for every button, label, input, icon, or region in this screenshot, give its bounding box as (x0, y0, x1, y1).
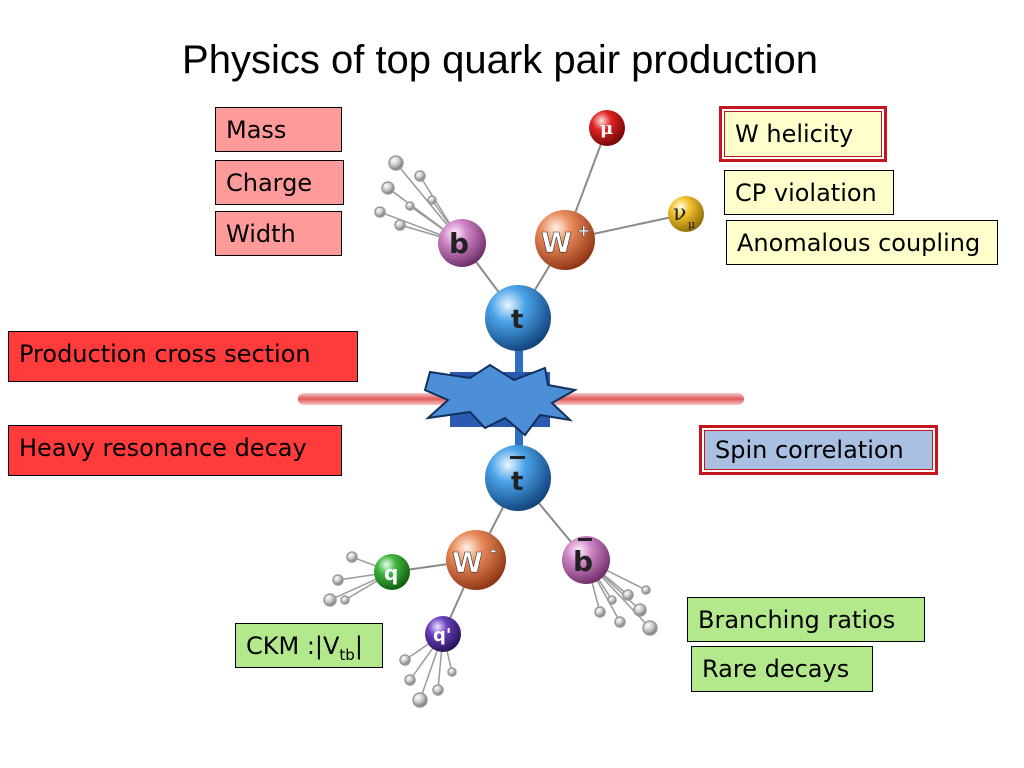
ckm-prefix: CKM :|V (246, 632, 340, 660)
production-cross-section-box: Production cross section (8, 331, 358, 382)
rare-decays-box: Rare decays (691, 646, 873, 692)
cp-violation-box: CP violation (724, 170, 894, 215)
anomalous-coupling-box: Anomalous coupling (726, 220, 998, 265)
w-plus-particle: W + (535, 210, 595, 270)
ckm-box: CKM :|Vtb| (235, 623, 383, 668)
w-minus-sup: - (490, 541, 497, 560)
ckm-suffix: | (354, 632, 363, 660)
mu-label: μ (600, 118, 613, 139)
q-particle: q (374, 554, 410, 590)
nu-particle: ν μ (668, 196, 704, 232)
antitop-shaft (515, 412, 523, 452)
mass-box: Mass (215, 107, 342, 152)
w-plus-label: W (541, 226, 572, 259)
w-helicity-box: W helicity (719, 106, 887, 162)
w-minus-particle: W - (446, 530, 506, 590)
q-prime-label: q' (433, 625, 451, 646)
branching-ratios-box: Branching ratios (687, 597, 925, 642)
page-title: Physics of top quark pair production (182, 38, 818, 82)
collision-star (423, 363, 578, 437)
q-prime-particle: q' (425, 616, 461, 652)
top-quark: t (485, 285, 551, 351)
ckm-subscript: tb (339, 645, 355, 664)
nu-label: ν (673, 201, 686, 226)
charge-box: Charge (215, 160, 344, 205)
w-plus-sup: + (577, 221, 590, 240)
width-box: Width (215, 211, 342, 256)
q-label: q (384, 561, 398, 585)
w-minus-label: W (452, 546, 483, 579)
bbar-label: b (573, 545, 593, 578)
top-shaft (515, 335, 523, 385)
mu-particle: μ (589, 110, 625, 146)
antitop-quark: t (485, 445, 551, 511)
spin-correlation-box: Spin correlation (699, 425, 938, 475)
heavy-resonance-decay-box: Heavy resonance decay (8, 425, 342, 476)
nu-sub-label: μ (688, 218, 695, 231)
tbar-label: t (511, 467, 523, 497)
t-label: t (511, 305, 523, 335)
bbar-particle: b (562, 536, 610, 584)
b-label: b (449, 227, 469, 260)
b-particle: b (438, 219, 486, 267)
